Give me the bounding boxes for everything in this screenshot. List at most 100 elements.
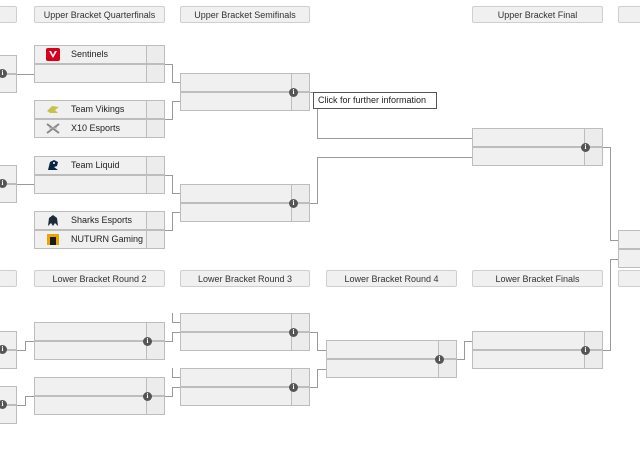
team-slot-empty[interactable] — [180, 387, 310, 406]
team-slot-nuturn-gaming[interactable]: NUTURN Gaming — [34, 230, 165, 249]
score-cell — [291, 185, 309, 202]
info-icon[interactable]: i — [581, 143, 590, 152]
match-lower-r2-1[interactable]: i — [34, 322, 165, 360]
score-cell — [146, 157, 164, 174]
team-name: Team Liquid — [71, 160, 120, 170]
header-lower-round-3: Lower Bracket Round 3 — [180, 270, 310, 287]
team-slot-empty[interactable] — [34, 64, 165, 83]
score-cell — [291, 93, 309, 110]
connector-line — [172, 387, 180, 388]
match-partial-left-3[interactable]: i — [0, 331, 17, 369]
team-slot-empty[interactable] — [180, 332, 310, 351]
team-slot-empty[interactable] — [180, 203, 310, 222]
connector-line — [172, 212, 180, 213]
header-lower-round-2: Lower Bracket Round 2 — [34, 270, 165, 287]
tooltip-further-info: Click for further information — [313, 92, 437, 109]
connector-line — [165, 64, 173, 65]
team-name: Sharks Esports — [71, 215, 133, 225]
team-slot-sentinels[interactable]: Sentinels — [34, 45, 165, 64]
info-icon[interactable]: i — [0, 400, 7, 409]
connector-line — [17, 405, 25, 406]
match-lower-r2-2[interactable]: i — [34, 377, 165, 415]
match-lower-r3-1[interactable]: i — [180, 313, 310, 351]
score-cell — [146, 176, 164, 193]
match-upper-sf-2[interactable]: i — [180, 184, 310, 222]
team-slot-empty[interactable] — [180, 184, 310, 203]
match-upper-qf-1[interactable]: Sentinels — [34, 45, 165, 83]
match-partial-left-4[interactable]: i — [0, 386, 17, 424]
team-slot[interactable] — [0, 184, 17, 203]
connector-line — [17, 350, 25, 351]
team-slot-empty[interactable] — [618, 230, 640, 249]
info-icon[interactable]: i — [0, 179, 7, 188]
match-upper-qf-2[interactable]: Team Vikings X10 Esports — [34, 100, 165, 138]
info-icon[interactable]: i — [0, 69, 7, 78]
info-icon[interactable]: i — [289, 328, 298, 337]
match-upper-qf-4[interactable]: Sharks Esports NUTURN Gaming — [34, 211, 165, 249]
connector-line — [172, 64, 173, 82]
header-upper-semifinals: Upper Bracket Semifinals — [180, 6, 310, 23]
team-slot-empty[interactable] — [180, 313, 310, 332]
team-slot[interactable] — [0, 74, 17, 93]
team-slot-empty[interactable] — [326, 340, 457, 359]
team-slot[interactable] — [0, 350, 17, 369]
team-slot-team-liquid[interactable]: Team Liquid — [34, 156, 165, 175]
score-cell — [146, 46, 164, 63]
team-slot-empty[interactable] — [34, 175, 165, 194]
match-lower-r4[interactable]: i — [326, 340, 457, 378]
match-upper-qf-3[interactable]: Team Liquid — [34, 156, 165, 194]
team-slot-empty[interactable] — [180, 368, 310, 387]
match-partial-left-1[interactable]: i — [0, 55, 17, 93]
team-slot-empty[interactable] — [618, 249, 640, 268]
team-slot-empty[interactable] — [326, 359, 457, 378]
match-lower-r3-2[interactable]: i — [180, 368, 310, 406]
team-slot-empty[interactable] — [34, 341, 165, 360]
connector-line — [317, 350, 326, 351]
connector-line — [165, 230, 173, 231]
team-slot-empty[interactable] — [34, 377, 165, 396]
sharks-esports-logo-icon — [48, 215, 58, 226]
team-slot-team-vikings[interactable]: Team Vikings — [34, 100, 165, 119]
connector-line — [457, 359, 465, 360]
info-icon[interactable]: i — [143, 392, 152, 401]
header-upper-quarterfinals: Upper Bracket Quarterfinals — [34, 6, 165, 23]
score-cell — [584, 148, 602, 165]
header-partial-right-top — [618, 6, 640, 23]
team-slot-sharks-esports[interactable]: Sharks Esports — [34, 211, 165, 230]
connector-line — [464, 341, 472, 342]
team-name: NUTURN Gaming — [71, 234, 144, 244]
info-icon[interactable]: i — [0, 345, 7, 354]
match-lower-finals[interactable]: i — [472, 331, 603, 369]
info-icon[interactable]: i — [289, 199, 298, 208]
team-slot-empty[interactable] — [472, 350, 603, 369]
match-grand-final-partial[interactable] — [618, 230, 640, 268]
team-slot-x10-esports[interactable]: X10 Esports — [34, 119, 165, 138]
team-slot-empty[interactable] — [180, 73, 310, 92]
info-icon[interactable]: i — [289, 88, 298, 97]
match-upper-final[interactable]: i — [472, 128, 603, 166]
connector-line — [172, 332, 173, 342]
info-icon[interactable]: i — [143, 337, 152, 346]
match-partial-left-2[interactable]: i — [0, 165, 17, 203]
nuturn-gaming-logo-icon — [47, 234, 59, 245]
info-icon[interactable]: i — [435, 355, 444, 364]
team-liquid-logo-icon — [48, 160, 58, 170]
header-partial-left-bottom — [0, 270, 17, 287]
match-upper-sf-1[interactable]: i — [180, 73, 310, 111]
score-cell — [584, 129, 602, 146]
info-icon[interactable]: i — [581, 346, 590, 355]
connector-line — [172, 368, 173, 378]
team-slot-empty[interactable] — [180, 92, 310, 111]
score-cell — [291, 369, 309, 386]
team-slot-empty[interactable] — [472, 128, 603, 147]
x10-esports-logo-icon — [46, 123, 60, 134]
team-slot-empty[interactable] — [472, 331, 603, 350]
info-icon[interactable]: i — [289, 383, 298, 392]
connector-line — [165, 119, 173, 120]
connector-line — [172, 101, 173, 120]
connector-line — [165, 341, 173, 342]
team-slot-empty[interactable] — [472, 147, 603, 166]
team-slot-empty[interactable] — [34, 322, 165, 341]
team-slot[interactable] — [0, 405, 17, 424]
team-slot-empty[interactable] — [34, 396, 165, 415]
